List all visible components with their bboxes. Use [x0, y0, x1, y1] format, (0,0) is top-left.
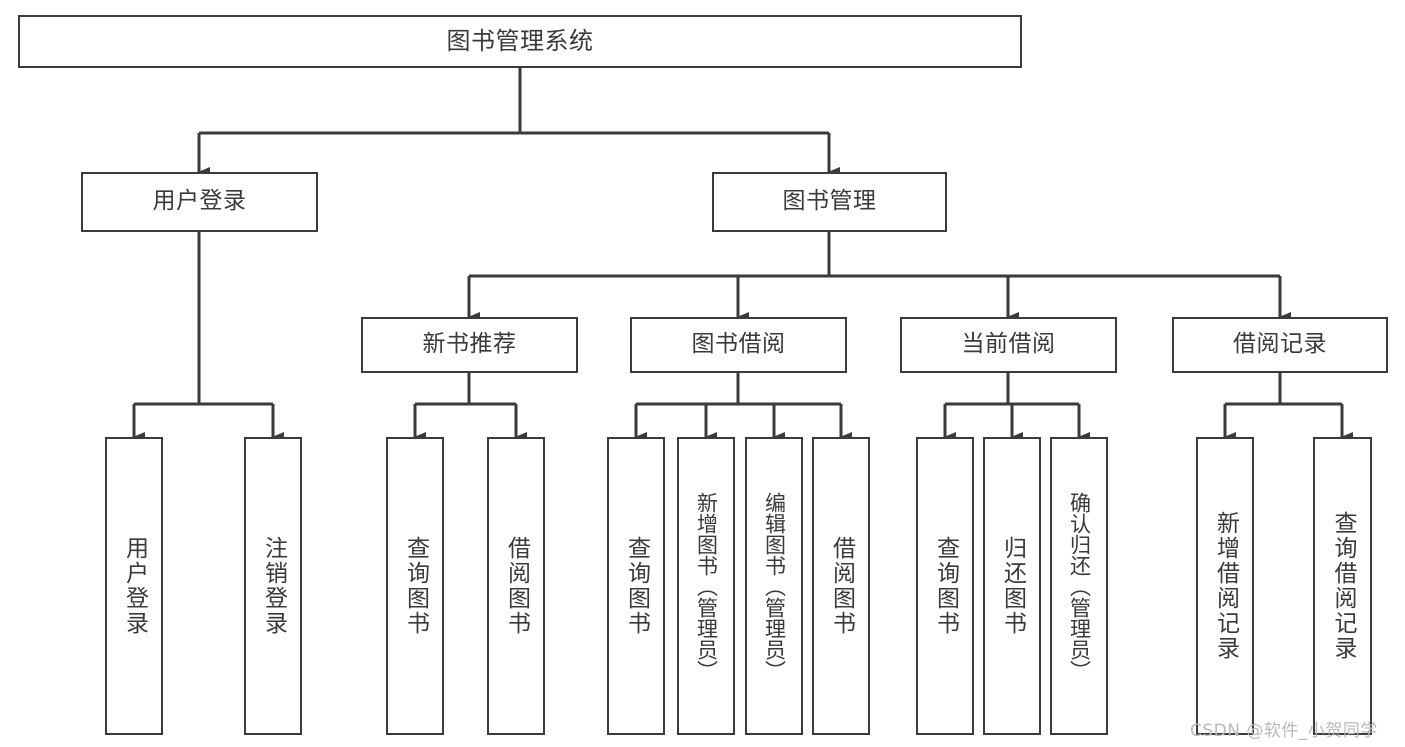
node-leaf-confirm-return-admin[interactable]: 确认归还（管理员）	[1050, 437, 1108, 735]
node-new-book-recommend[interactable]: 新书推荐	[361, 317, 578, 373]
node-leaf-query-book-1-label: 查询图书	[402, 536, 429, 636]
node-leaf-borrow-book-2-label: 借阅图书	[828, 536, 855, 636]
node-root[interactable]: 图书管理系统	[18, 15, 1022, 68]
node-user-login[interactable]: 用户登录	[81, 172, 318, 232]
node-leaf-query-book-3-label: 查询图书	[932, 536, 959, 636]
node-leaf-query-book-3[interactable]: 查询图书	[916, 437, 974, 735]
node-leaf-query-book-2-label: 查询图书	[623, 536, 650, 636]
node-book-manage-label: 图书管理	[782, 188, 877, 215]
node-leaf-logout-login-label: 注销登录	[260, 536, 287, 636]
node-root-label: 图书管理系统	[446, 27, 594, 56]
node-leaf-query-book-2[interactable]: 查询图书	[607, 437, 665, 735]
node-leaf-query-borrow-record-label: 查询借阅记录	[1330, 511, 1356, 661]
node-book-borrow[interactable]: 图书借阅	[630, 317, 847, 373]
node-leaf-return-book-label: 归还图书	[999, 536, 1026, 636]
node-leaf-borrow-book-1[interactable]: 借阅图书	[487, 437, 545, 735]
node-leaf-user-login[interactable]: 用户登录	[105, 437, 163, 735]
node-leaf-confirm-return-admin-label: 确认归还（管理员）	[1067, 491, 1092, 681]
node-leaf-edit-book-admin[interactable]: 编辑图书（管理员）	[745, 437, 803, 735]
node-leaf-edit-book-admin-label: 编辑图书（管理员）	[762, 491, 787, 681]
node-leaf-query-borrow-record[interactable]: 查询借阅记录	[1313, 437, 1372, 735]
node-leaf-query-book-1[interactable]: 查询图书	[386, 437, 444, 735]
node-book-manage[interactable]: 图书管理	[712, 172, 947, 232]
node-leaf-return-book[interactable]: 归还图书	[983, 437, 1041, 735]
node-leaf-borrow-book-1-label: 借阅图书	[503, 536, 530, 636]
node-new-book-recommend-label: 新书推荐	[422, 331, 517, 358]
node-book-borrow-label: 图书借阅	[691, 331, 786, 358]
node-leaf-borrow-book-2[interactable]: 借阅图书	[812, 437, 870, 735]
node-current-borrow[interactable]: 当前借阅	[900, 317, 1117, 373]
node-borrow-record-label: 借阅记录	[1233, 331, 1327, 358]
node-leaf-logout-login[interactable]: 注销登录	[244, 437, 302, 735]
node-leaf-add-borrow-record[interactable]: 新增借阅记录	[1196, 437, 1254, 735]
node-leaf-add-book-admin-label: 新增图书（管理员）	[694, 491, 719, 681]
node-leaf-add-borrow-record-label: 新增借阅记录	[1212, 511, 1239, 661]
node-user-login-label: 用户登录	[152, 188, 247, 215]
node-borrow-record[interactable]: 借阅记录	[1172, 317, 1388, 373]
node-leaf-user-login-label: 用户登录	[121, 536, 148, 636]
node-current-borrow-label: 当前借阅	[961, 331, 1056, 358]
node-leaf-add-book-admin[interactable]: 新增图书（管理员）	[677, 437, 735, 735]
